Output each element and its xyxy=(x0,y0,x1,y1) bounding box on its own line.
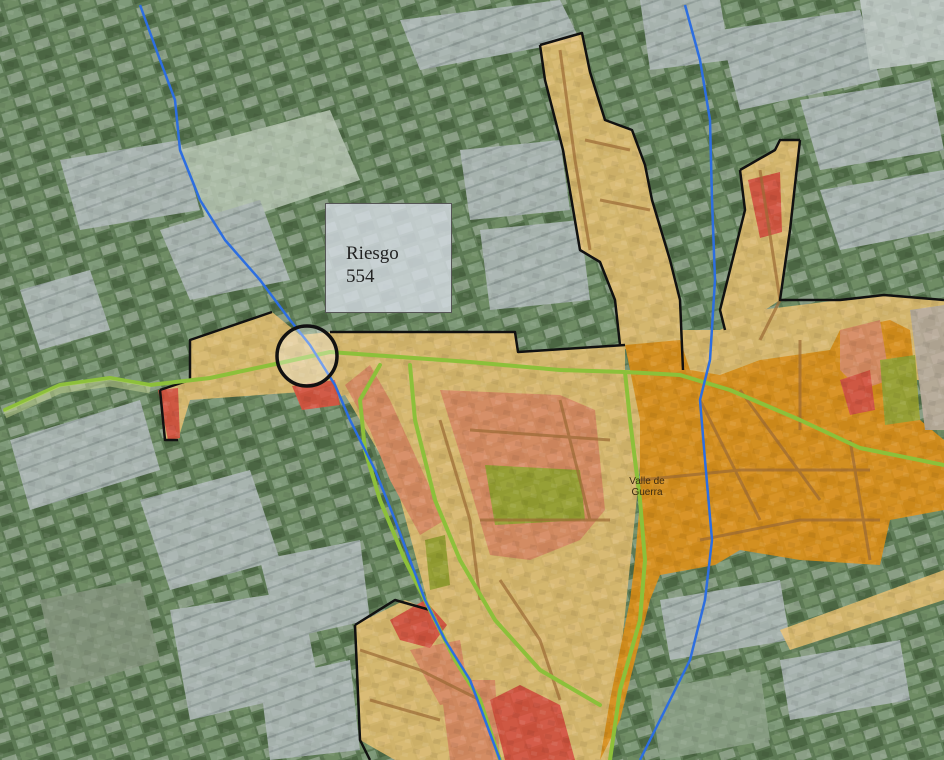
place-label-valle-de-guerra: Valle de Guerra xyxy=(617,476,677,498)
risk-label-title: Riesgo xyxy=(346,243,399,264)
ravine-east xyxy=(638,4,717,760)
ravines xyxy=(138,4,717,760)
road-north-south xyxy=(608,370,647,760)
ravine-west xyxy=(138,4,502,760)
risk-label-box[interactable]: Riesgo 554 xyxy=(325,203,452,313)
place-label-line2: Guerra xyxy=(631,487,663,498)
risk-point-circle[interactable] xyxy=(275,324,339,388)
main-road xyxy=(3,350,944,467)
risk-label-number: 554 xyxy=(346,266,375,287)
road-central xyxy=(408,363,602,707)
place-label-line1: Valle de xyxy=(629,476,665,487)
planning-boundary xyxy=(158,31,944,760)
road-west-shoulder xyxy=(3,379,151,419)
